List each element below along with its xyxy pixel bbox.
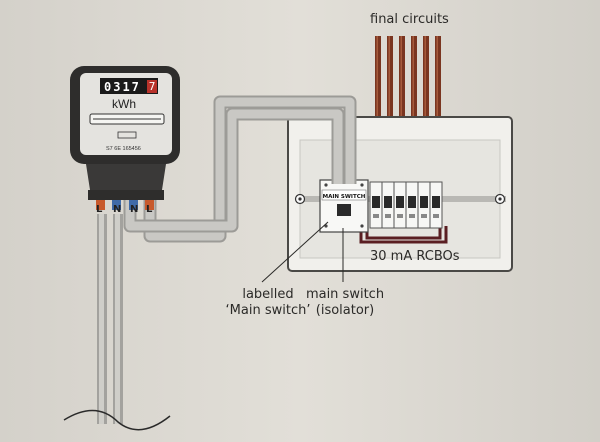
- meter-display: [100, 78, 158, 94]
- terminal-letter: N: [113, 204, 122, 215]
- rcbo-breakers: [369, 181, 443, 229]
- labelled-label: labelled ‘Main switch’: [218, 287, 318, 319]
- rcbos-label: 30 mA RCBOs: [370, 249, 460, 264]
- meter-reading: 0317: [104, 80, 141, 94]
- pointer-lines: [261, 221, 344, 283]
- rcbo-5: [417, 181, 431, 229]
- terminal-n-1: [112, 200, 121, 210]
- terminal-letter: L: [146, 204, 153, 215]
- main-switch-label-line1: main switch: [305, 287, 385, 302]
- rcbo-6: [429, 181, 443, 229]
- labelled-label-line2: ‘Main switch’: [225, 303, 311, 318]
- terminal-letter: N: [130, 204, 139, 215]
- main-switch-label: main switch (isolator): [300, 287, 390, 319]
- final-circuit-wires: [375, 36, 441, 186]
- meter-unit: kWh: [112, 97, 136, 111]
- terminal-cover: [86, 164, 166, 195]
- main-switch-label-line2: (isolator): [315, 303, 375, 318]
- meter-red-digit: 7: [147, 80, 157, 93]
- rcbo-1: [369, 181, 383, 229]
- cable-break-line: [63, 409, 171, 431]
- terminal-n-2: [129, 200, 138, 210]
- rcbo-3: [393, 181, 407, 229]
- labelled-pointer: [261, 221, 329, 283]
- supply-cables: [63, 214, 171, 431]
- terminal-l-1: [96, 200, 105, 210]
- main-switch-device-label: MAIN SWITCH: [322, 194, 366, 200]
- terminal-letter: L: [96, 204, 103, 215]
- labelled-label-line1: labelled: [242, 287, 294, 302]
- final-circuits-label: final circuits: [370, 12, 449, 27]
- meter-serial: S7 6E 165456: [106, 146, 141, 152]
- rcbo-4: [405, 181, 419, 229]
- main-switch: [319, 179, 369, 233]
- rcbo-2: [381, 181, 395, 229]
- meter-tails: [123, 95, 357, 243]
- terminal-l-2: [145, 200, 154, 210]
